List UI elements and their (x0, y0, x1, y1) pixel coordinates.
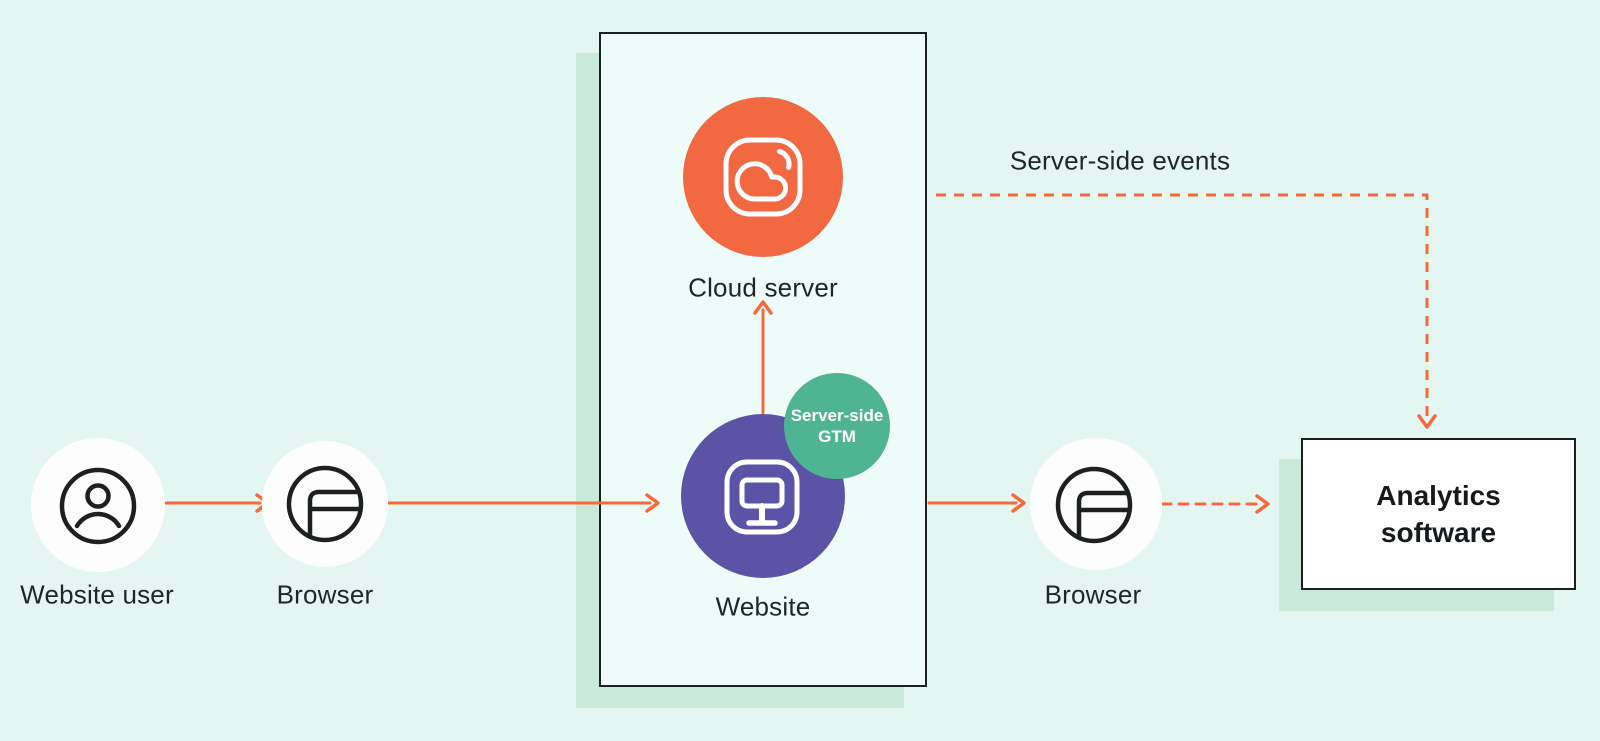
cloud-server-icon (723, 137, 803, 217)
gtm-badge-line2: GTM (818, 427, 856, 446)
analytics-software-box: Analytics software (1301, 438, 1576, 590)
browser-right-disc (1030, 438, 1162, 570)
monitor-icon (724, 459, 800, 535)
website-label: Website (715, 591, 811, 622)
server-side-events-label: Server-side events (1009, 145, 1231, 176)
cloud-server-label: Cloud server (688, 272, 838, 303)
website-user-label: Website user (20, 579, 174, 610)
person-icon (59, 467, 137, 545)
arrow-user-to-browser (156, 493, 270, 513)
gtm-badge-line1: Server-side (790, 406, 884, 425)
browser-icon (1055, 466, 1133, 544)
arrow-browser-to-analytics-dashed (1160, 494, 1270, 514)
server-side-gtm-badge: Server-side GTM (784, 373, 890, 479)
browser-left-disc (262, 441, 388, 567)
cloud-server-circle (683, 97, 843, 257)
arrow-panel-to-browser (927, 493, 1026, 513)
browser-icon (286, 465, 364, 543)
arrow-server-side-events-dashed (936, 193, 1437, 429)
analytics-label-line1: Analytics (1376, 480, 1501, 511)
analytics-label-line2: software (1380, 517, 1497, 548)
browser-left-label: Browser (276, 579, 374, 610)
browser-right-label: Browser (1044, 579, 1142, 610)
